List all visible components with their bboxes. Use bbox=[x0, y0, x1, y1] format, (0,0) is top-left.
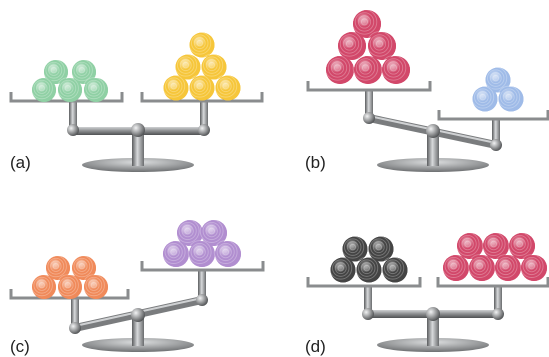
scale-pivot bbox=[131, 308, 145, 322]
black-ball bbox=[329, 256, 356, 283]
green-ball bbox=[56, 77, 82, 102]
panel-label: (d) bbox=[305, 337, 326, 356]
left-pan-stem bbox=[71, 298, 79, 328]
purple-ball bbox=[213, 240, 241, 267]
right-pan-joint bbox=[492, 308, 504, 320]
orange-ball bbox=[30, 274, 56, 299]
purple-ball bbox=[199, 219, 227, 246]
scale-pivot bbox=[426, 124, 440, 138]
purple-ball bbox=[161, 240, 189, 267]
scale-post bbox=[427, 316, 439, 346]
purple-ball bbox=[175, 219, 203, 246]
black-ball bbox=[341, 235, 368, 262]
right-pan-stem bbox=[198, 270, 206, 300]
scale-d bbox=[306, 277, 549, 352]
yellow-ball bbox=[162, 74, 189, 101]
red-ball bbox=[366, 31, 396, 60]
red-ball bbox=[441, 254, 469, 281]
green-ball bbox=[82, 77, 108, 102]
green-ball bbox=[30, 77, 56, 102]
left-pan-stem bbox=[365, 89, 373, 118]
panel-b: (b) bbox=[305, 9, 549, 172]
right-pan bbox=[140, 92, 264, 103]
left-pan-joint bbox=[69, 322, 81, 334]
scale-pivot bbox=[131, 123, 145, 137]
right-pan-joint bbox=[198, 124, 210, 136]
right-pan-joint bbox=[490, 139, 502, 151]
blue-ball bbox=[484, 66, 511, 93]
yellow-ball bbox=[214, 74, 241, 101]
panel-label: (b) bbox=[305, 153, 326, 172]
red-ball bbox=[481, 232, 509, 259]
red-ball bbox=[336, 31, 366, 60]
yellow-ball bbox=[174, 53, 201, 80]
left-pan-joint bbox=[362, 308, 374, 320]
left-pan-joint bbox=[67, 124, 79, 136]
scale-post bbox=[132, 316, 144, 346]
panel-d: (d) bbox=[305, 232, 549, 356]
red-ball bbox=[467, 254, 495, 281]
orange-ball bbox=[70, 255, 96, 280]
right-pan-stem bbox=[200, 100, 208, 130]
red-ball bbox=[324, 55, 354, 84]
right-pan-balls bbox=[161, 219, 241, 267]
yellow-ball bbox=[200, 53, 227, 80]
red-ball bbox=[507, 232, 535, 259]
right-pan bbox=[436, 277, 549, 288]
left-pan-balls bbox=[324, 9, 410, 84]
purple-ball bbox=[187, 240, 215, 267]
black-ball bbox=[367, 235, 394, 262]
left-pan bbox=[306, 277, 422, 288]
green-ball bbox=[70, 59, 96, 84]
right-pan-balls bbox=[471, 66, 524, 112]
scale-post bbox=[132, 130, 144, 166]
right-pan-stem bbox=[494, 285, 502, 314]
scale-post bbox=[427, 130, 439, 166]
red-ball bbox=[519, 254, 547, 281]
left-pan-balls bbox=[329, 235, 408, 283]
left-pan bbox=[306, 81, 432, 92]
red-ball bbox=[380, 55, 410, 84]
blue-ball bbox=[471, 85, 498, 112]
scale-a bbox=[9, 92, 264, 172]
panel-label: (c) bbox=[10, 337, 30, 356]
yellow-ball bbox=[188, 74, 215, 101]
right-pan-balls bbox=[162, 31, 241, 101]
green-ball bbox=[42, 59, 68, 84]
left-pan-joint bbox=[363, 112, 375, 124]
right-pan bbox=[437, 110, 549, 121]
black-ball bbox=[381, 256, 408, 283]
right-pan-balls bbox=[441, 232, 547, 281]
left-pan-balls bbox=[30, 255, 108, 299]
right-pan-stem bbox=[492, 118, 500, 145]
left-pan-stem bbox=[364, 285, 372, 314]
blue-ball bbox=[497, 85, 524, 112]
left-pan-stem bbox=[69, 100, 77, 130]
scale-pivot bbox=[426, 307, 440, 321]
black-ball bbox=[355, 256, 382, 283]
orange-ball bbox=[82, 274, 108, 299]
red-ball bbox=[352, 55, 382, 84]
panel-c: (c) bbox=[9, 219, 265, 356]
left-pan-balls bbox=[30, 59, 108, 102]
orange-ball bbox=[56, 274, 82, 299]
orange-ball bbox=[44, 255, 70, 280]
red-ball bbox=[351, 9, 381, 38]
red-ball bbox=[493, 254, 521, 281]
scale-b bbox=[306, 81, 549, 172]
red-ball bbox=[455, 232, 483, 259]
right-pan-joint bbox=[196, 294, 208, 306]
panel-a: (a) bbox=[9, 31, 264, 172]
yellow-ball bbox=[188, 31, 215, 58]
right-pan bbox=[140, 261, 265, 272]
panel-label: (a) bbox=[10, 153, 31, 172]
